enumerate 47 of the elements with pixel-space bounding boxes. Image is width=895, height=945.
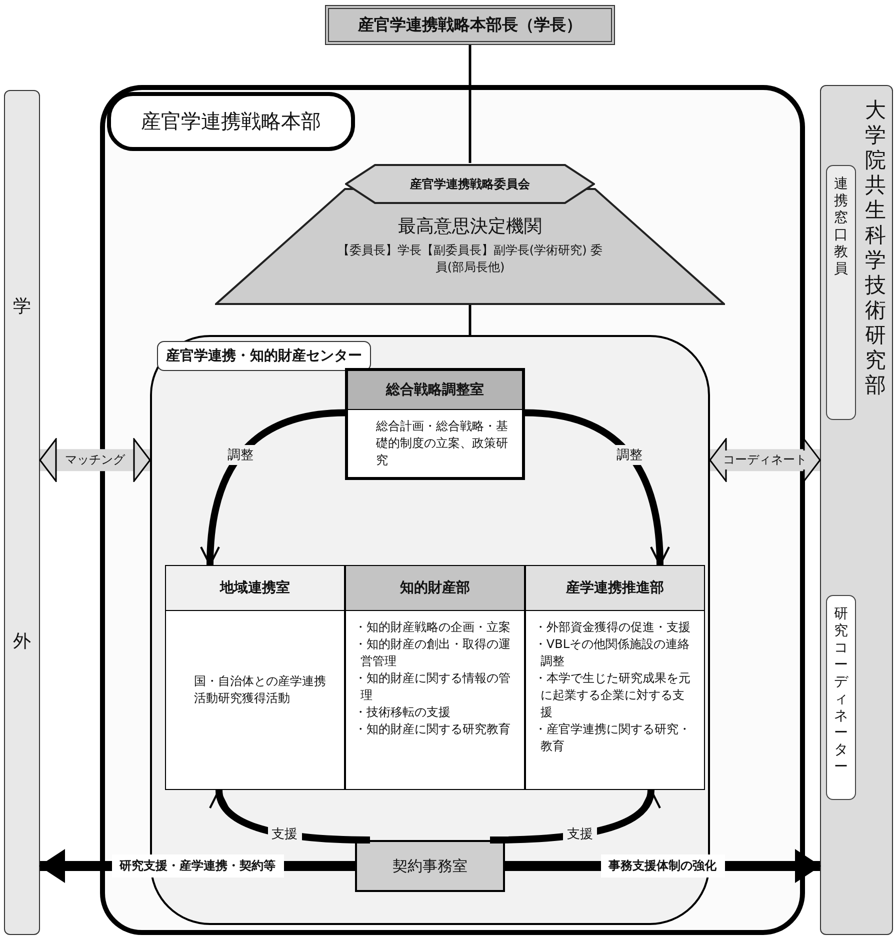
- section-header: 産学連携推進部: [526, 566, 704, 611]
- member-list: 【委員長】学長【副委員長】副学長(学術研究) 委員(部局長他): [275, 242, 665, 276]
- staff-title: 研究コーディネーター: [834, 606, 848, 776]
- list-item: ・外部資金獲得の促進・支援: [533, 619, 692, 636]
- region-frame: [100, 85, 805, 935]
- connector-line: [468, 45, 472, 163]
- edge-label: 事務支援体制の強化: [600, 854, 724, 878]
- list-item: ・知的財産に関する研究教育: [353, 721, 512, 738]
- edge-label: 研究支援・産学連携・契約等: [112, 854, 284, 878]
- body-text: 国・自治体との産学連携活動研究獲得活動: [193, 673, 327, 707]
- section-header: 地域連携室: [166, 566, 344, 611]
- head-box: [325, 5, 615, 45]
- list-item: ・VBLその他関係施設の連絡調整: [533, 636, 691, 670]
- region-title-tab: 産官学連携・知的財産センター: [157, 341, 371, 371]
- body-title: 最高意思決定機関: [397, 215, 543, 238]
- office-box: [345, 368, 525, 480]
- office-title: 契約事務室: [392, 856, 468, 876]
- staff-box: [826, 595, 856, 800]
- staff-title: 連携窓口教員: [834, 176, 848, 278]
- list-item: ・知的財産の創出・取得の運営管理: [353, 636, 512, 670]
- list-item: ・知的財産戦略の企画・立案: [353, 619, 512, 636]
- connector-line: [468, 305, 472, 335]
- office-box: [345, 565, 525, 790]
- block-arrow: [39, 438, 151, 482]
- staff-box: [826, 165, 856, 420]
- list-item: ・技術移転の支援: [353, 704, 452, 721]
- body-text: 総合計画・総合戦略・基礎的制度の立案、政策研究: [375, 418, 509, 469]
- head-title: 産官学連携戦略本部長（学長）: [358, 14, 582, 36]
- committee-name: 産官学連携戦略委員会: [410, 176, 530, 192]
- block-arrow: [709, 438, 821, 482]
- band-title: 学外: [13, 295, 31, 654]
- list-item: ・知的財産に関する情報の管理: [353, 670, 512, 704]
- committee-hexagon: [345, 163, 595, 205]
- arrow: [524, 409, 670, 566]
- office-box: [355, 840, 505, 892]
- section-header: 総合戦略調整室: [348, 371, 522, 410]
- list-item: ・産官学連携に関する研究・教育: [533, 721, 692, 755]
- region-title-tab: 産官学連携戦略本部: [107, 92, 355, 151]
- side-band: [820, 85, 893, 935]
- arrow: [200, 409, 346, 566]
- list-item: ・本学で生じた研究成果を元に起業する企業に対する支援: [533, 670, 692, 721]
- office-box: [525, 565, 705, 790]
- side-band: [4, 90, 40, 935]
- office-box: [165, 565, 345, 790]
- band-title: 大学院共生科学技術研究部: [865, 98, 886, 398]
- edge-label: コーディネート: [723, 450, 807, 470]
- section-header: 知的財産部: [346, 566, 524, 611]
